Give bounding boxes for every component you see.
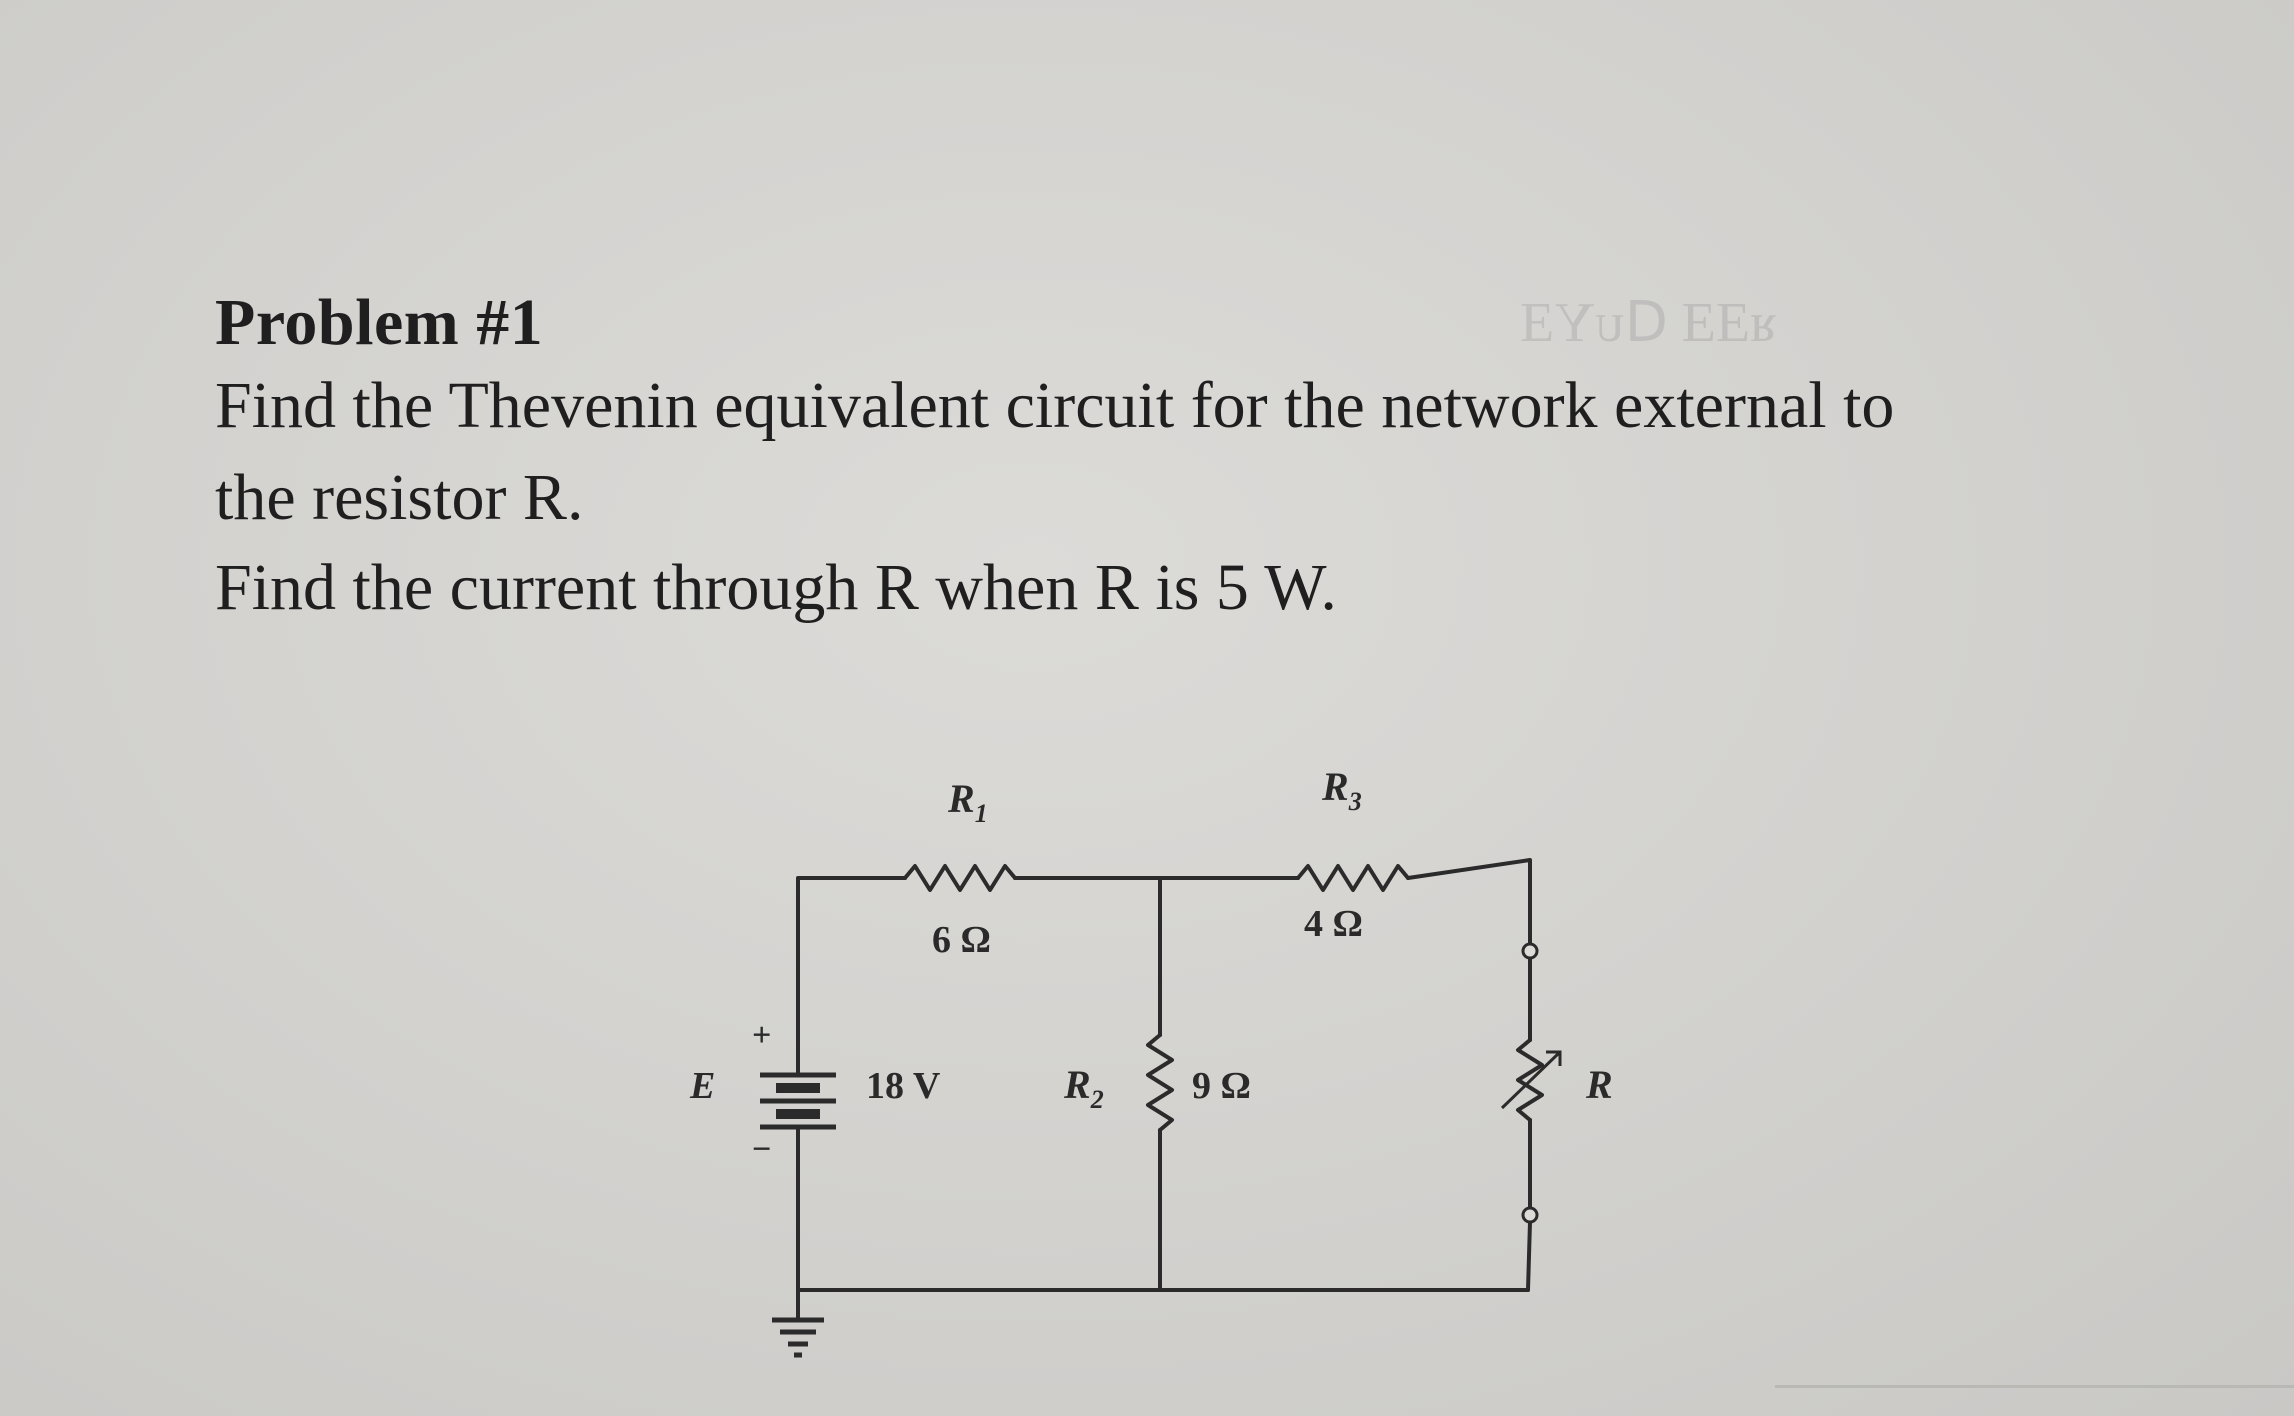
battery-symbol bbox=[760, 1072, 836, 1130]
wire-load-to-bottom bbox=[1526, 1220, 1532, 1292]
r2-subscript: 2 bbox=[1090, 1085, 1104, 1114]
wire-top-left bbox=[796, 876, 907, 1042]
r1-resistor-symbol bbox=[903, 864, 1017, 892]
load-resistor-symbol bbox=[1516, 1038, 1544, 1122]
problem-statement-line-1: Find the Thevenin equivalent circuit for… bbox=[215, 369, 1895, 442]
r1-name-label: R1 bbox=[947, 776, 988, 828]
battery-minus-sign: − bbox=[752, 1131, 771, 1168]
r2-name-label: R2 bbox=[1063, 1062, 1104, 1114]
r3-subscript: 3 bbox=[1348, 787, 1362, 816]
r1-name: R bbox=[947, 776, 975, 821]
problem-statement-line-2: the resistor R. bbox=[215, 461, 584, 534]
r2-resistor-symbol bbox=[1146, 1033, 1174, 1132]
source-name-label: E bbox=[689, 1065, 715, 1107]
load-name-label: R bbox=[1585, 1062, 1613, 1107]
r3-name: R bbox=[1321, 764, 1349, 809]
page-edge-line bbox=[1775, 1385, 2294, 1388]
r2-name: R bbox=[1063, 1062, 1091, 1107]
r3-value-label: 4 Ω bbox=[1304, 903, 1363, 945]
battery-plus-sign: + bbox=[752, 1017, 771, 1054]
variable-arrow-icon bbox=[1500, 1050, 1562, 1110]
r1-subscript: 1 bbox=[975, 799, 988, 828]
terminal-top bbox=[1521, 942, 1539, 960]
terminal-bottom bbox=[1521, 1206, 1539, 1224]
r3-resistor-symbol bbox=[1296, 864, 1410, 892]
source-value-label: 18 V bbox=[866, 1065, 941, 1107]
problem-statement-line-3: Find the current through R when R is 5 W… bbox=[215, 551, 1337, 624]
r3-name-label: R3 bbox=[1321, 764, 1362, 816]
r2-value-label: 9 Ω bbox=[1192, 1065, 1251, 1107]
wire-top-right bbox=[1406, 858, 1532, 947]
problem-title: Problem #1 bbox=[215, 286, 544, 359]
ground-symbol bbox=[772, 1317, 824, 1358]
r1-value-label: 6 Ω bbox=[932, 919, 991, 961]
